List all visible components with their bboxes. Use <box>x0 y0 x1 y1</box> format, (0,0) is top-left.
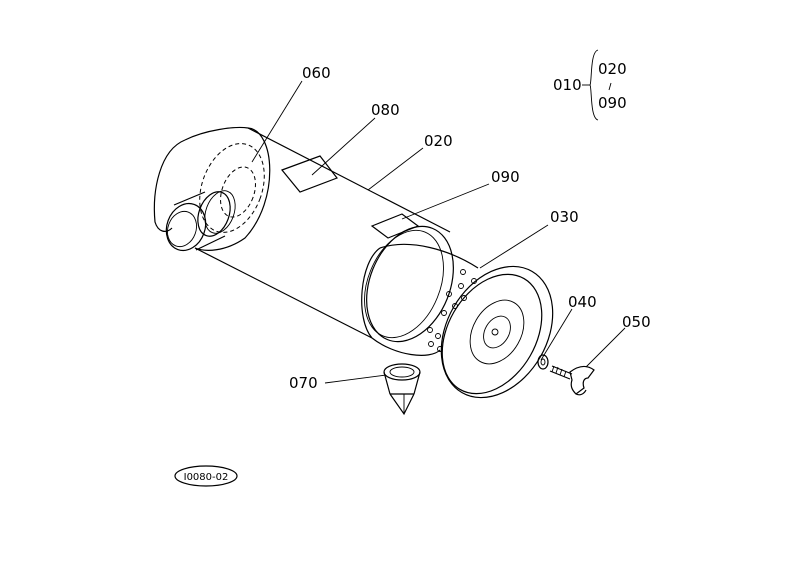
callout-070: 070 <box>289 374 318 392</box>
callout-020: 020 <box>424 132 453 150</box>
callout-050: 050 <box>622 313 651 331</box>
legend-member-090: 090 <box>598 94 627 112</box>
evacuator-valve <box>383 363 421 416</box>
filter-element <box>361 243 479 356</box>
figure-code: I0080-02 <box>184 472 229 483</box>
decal-080 <box>281 155 338 193</box>
decal-090 <box>370 213 420 239</box>
callout-040: 040 <box>568 293 597 311</box>
end-cover <box>440 265 554 399</box>
figure-code-badge: I0080-02 <box>174 465 238 487</box>
callout-080: 080 <box>371 101 400 119</box>
legend-member-020: 020 <box>598 60 627 78</box>
air-cleaner-body <box>153 126 454 343</box>
callout-060: 060 <box>302 64 331 82</box>
wing-nut <box>549 365 595 396</box>
assembly-legend: 010 020 090 <box>553 49 627 121</box>
callout-090: 090 <box>491 168 520 186</box>
legend-assembly: 010 <box>553 76 582 94</box>
leader-lines <box>251 80 626 384</box>
callout-030: 030 <box>550 208 579 226</box>
washer <box>537 354 549 370</box>
